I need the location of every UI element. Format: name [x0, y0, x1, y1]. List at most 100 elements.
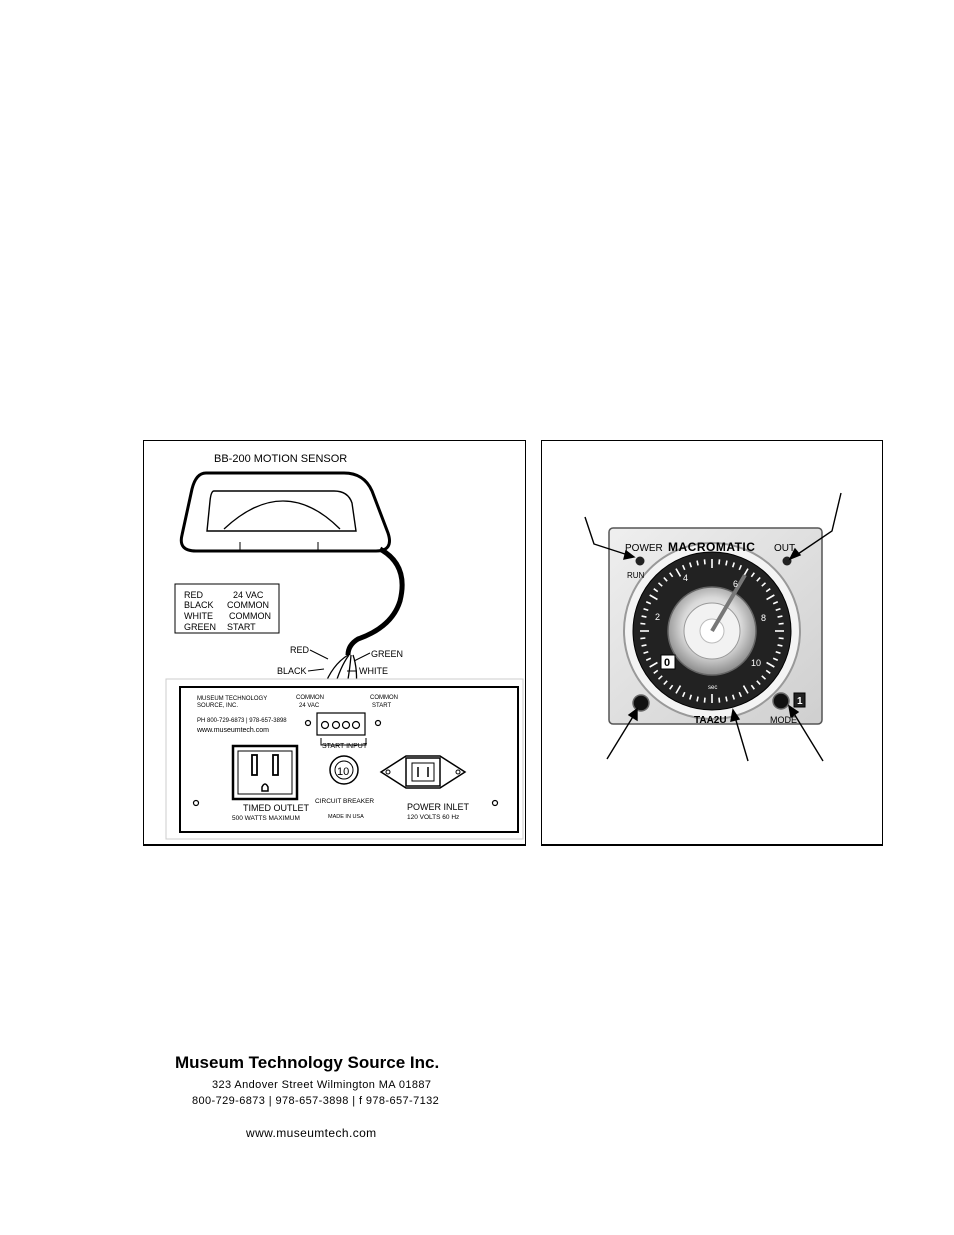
- dial-tick: [725, 696, 728, 702]
- terminal-block: [316, 712, 366, 736]
- dial-tick: [681, 564, 686, 571]
- dial-tick: [777, 644, 783, 647]
- dial-ticks: [640, 559, 784, 703]
- sensor-cable: [345, 546, 405, 656]
- dial-tick: [766, 661, 775, 668]
- wire-label-green: GREEN: [371, 649, 403, 659]
- dial-tick: [640, 622, 646, 625]
- timer-photo-panel: 2 4 6 8 10 sec 0 POWER MACROMATIC OUT RU…: [541, 440, 883, 846]
- wire-label-red: RED: [290, 645, 310, 655]
- dial-zero-marker: [660, 654, 676, 670]
- mode-value: 1: [797, 696, 803, 707]
- dial-tick: [703, 559, 706, 565]
- dial-tick: [750, 572, 755, 578]
- dial-tick: [772, 657, 779, 662]
- dial-tick: [681, 691, 686, 698]
- brand-label: MACROMATIC: [668, 540, 755, 554]
- dial-tick: [669, 684, 674, 690]
- dial-tick: [663, 576, 668, 582]
- dial-tick: [688, 562, 693, 568]
- legend-wire: BLACK: [184, 600, 214, 610]
- dial-tick: [641, 644, 647, 647]
- dial-tick: [640, 637, 646, 640]
- dial-tick: [731, 562, 736, 568]
- mounting-hole: [192, 799, 200, 807]
- out-label: OUT: [774, 543, 795, 554]
- dial-tick: [756, 576, 761, 582]
- dial-tick: [657, 582, 663, 587]
- dial-tick: [765, 669, 771, 674]
- dial-tick: [663, 680, 668, 686]
- dial-tick: [643, 650, 649, 655]
- breaker-rating: 10: [337, 766, 349, 778]
- mode-display: [793, 692, 806, 708]
- terminal-screw: [341, 720, 351, 730]
- company-address: 323 Andover Street Wilmington MA 01887: [212, 1079, 432, 1091]
- inlet-label: POWER INLET: [407, 802, 470, 812]
- dial-tick: [643, 607, 649, 612]
- outlet-rating: 500 WATTS MAXIMUM: [232, 815, 300, 822]
- out-led: [782, 556, 792, 566]
- dial-tick: [645, 657, 652, 662]
- dial-tick: [772, 600, 779, 605]
- company-website: www.museumtech.com: [196, 727, 269, 734]
- dial-tick: [778, 622, 784, 625]
- sensor-wiring-diagram: BB-200 MOTION SENSOR RED 24 VAC BLACK CO…: [143, 440, 526, 846]
- company-phones: 800-729-6873 | 978-657-3898 | f 978-657-…: [192, 1095, 440, 1107]
- timed-outlet: [231, 744, 299, 801]
- terminal-24vac: 24 VAC: [299, 703, 320, 709]
- dial-tick: [653, 588, 659, 593]
- mode-label: MODE: [770, 715, 797, 725]
- terminal-screw: [351, 720, 361, 730]
- terminal-screw: [320, 720, 330, 730]
- terminal-common-left: COMMON: [296, 695, 324, 701]
- mode-button[interactable]: [772, 692, 790, 710]
- legend-wire: WHITE: [184, 611, 213, 621]
- dial-tick: [738, 564, 743, 571]
- dial-pointer: [710, 573, 747, 633]
- dial-number: 4: [683, 573, 688, 583]
- dial-tick: [696, 560, 699, 566]
- dial-tick: [703, 697, 706, 703]
- inlet-rating: 120 VOLTS 60 Hz: [407, 814, 459, 821]
- sensor-title: BB-200 MOTION SENSOR: [214, 453, 347, 465]
- dial-tick: [778, 637, 784, 640]
- wire-color-legend: [174, 583, 280, 634]
- power-label: POWER: [625, 543, 663, 554]
- company-name-line1: MUSEUM TECHNOLOGY: [197, 696, 267, 702]
- dial-tick: [688, 694, 693, 700]
- dial-number: 6: [733, 579, 738, 589]
- circuit-breaker: [329, 755, 359, 785]
- dial-tick: [675, 685, 682, 694]
- dial-zero: 0: [664, 657, 670, 669]
- terminal-screw: [331, 720, 341, 730]
- dial-tick: [653, 669, 659, 674]
- dial-tick: [738, 691, 743, 698]
- outlet-label: TIMED OUTLET: [243, 803, 310, 813]
- dial-tick: [675, 568, 682, 577]
- start-input-label: START INPUT: [322, 743, 368, 750]
- dial-tick: [645, 600, 652, 605]
- terminal-start: START: [372, 703, 391, 709]
- dial-tick: [766, 594, 775, 601]
- wire-label-black: BLACK: [277, 666, 307, 676]
- reset-button[interactable]: [632, 694, 650, 712]
- mounting-hole: [304, 719, 312, 727]
- company-website-link[interactable]: www.museumtech.com: [246, 1126, 377, 1140]
- company-phone: PH 800-729-6873 | 978-657-3898: [197, 718, 287, 724]
- company-name-line2: SOURCE, INC.: [197, 703, 238, 709]
- legend-wire: GREEN: [184, 622, 216, 632]
- timer-illustration: 2 4 6 8 10 sec 0 POWER MACROMATIC OUT RU…: [584, 492, 842, 762]
- dial-tick: [657, 675, 663, 680]
- dial-tick: [641, 615, 647, 618]
- legend-function: COMMON: [227, 600, 269, 610]
- mounting-hole: [374, 719, 382, 727]
- dial-tick: [696, 696, 699, 702]
- dial-tick: [750, 684, 755, 690]
- dial-tick: [669, 572, 674, 578]
- dial-tick: [761, 582, 767, 587]
- breaker-label: CIRCUIT BREAKER: [315, 798, 374, 805]
- dial-number: 2: [655, 612, 660, 622]
- model-label: TAA2U: [694, 715, 727, 726]
- dial-tick: [765, 588, 771, 593]
